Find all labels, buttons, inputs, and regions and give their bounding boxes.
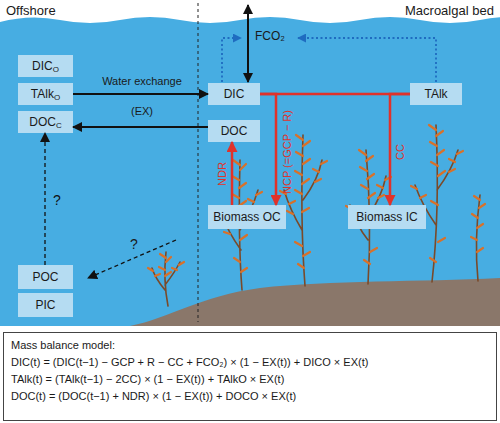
- production-arrow: [260, 94, 276, 205]
- algae-leaves: [411, 125, 463, 262]
- carbon-pool-box: TAlk: [410, 83, 462, 105]
- algae-leaves: [471, 196, 485, 252]
- biomass-pool-box: Biomass OC: [208, 205, 286, 229]
- pool-label: DOCC: [29, 115, 61, 129]
- pool-label: TAlk: [424, 87, 447, 101]
- equation-text: DIC(t) = (DIC(t−1) − GCP + R − CC + FCO₂…: [11, 354, 368, 371]
- equation-text: DOC(t) = (DOC(t−1) + NDR) × (1 − EX(t)) …: [11, 388, 296, 405]
- seabed: [130, 278, 500, 326]
- uncertainty-mark: ?: [130, 236, 138, 252]
- particulate-pool-box: POC: [18, 265, 73, 289]
- region-heading: Offshore: [6, 3, 56, 18]
- flux-label: NDR: [216, 162, 228, 186]
- box-heading: Mass balance model:: [11, 337, 115, 354]
- pool-label: DOC: [221, 124, 248, 138]
- flux-label: FCO₂: [255, 29, 285, 43]
- water-exchange-arrow: [73, 93, 208, 95]
- algae-leaves: [148, 254, 184, 276]
- pool-label: POC: [32, 270, 58, 284]
- flux-label: CC: [394, 144, 406, 160]
- region-heading: Macroalgal bed: [405, 3, 494, 18]
- calcification-arrow: [390, 94, 410, 205]
- air-sea-flux-arrow: [247, 5, 249, 82]
- carbon-pool-box: DIC: [208, 83, 260, 105]
- offshore-pool-box: DOCC: [18, 111, 73, 133]
- equation-text: TAlk(t) = (TAlk(t−1) − 2CC) × (1 − EX(t)…: [11, 371, 284, 388]
- seawater: [0, 17, 500, 326]
- algae-stem: [152, 252, 180, 306]
- process-label: Water exchange (EX): [96, 66, 188, 126]
- pool-label: Biomass OC: [213, 210, 280, 224]
- macroalgae: [148, 125, 485, 306]
- pool-label: DICO: [32, 59, 59, 73]
- biomass-pool-box: Biomass IC: [348, 205, 426, 229]
- pool-label: DIC: [224, 87, 245, 101]
- pool-label: Biomass IC: [356, 210, 417, 224]
- offshore-pool-box: DICO: [18, 55, 73, 77]
- pool-label: TAlkO: [31, 87, 60, 101]
- carbonate-link: [260, 93, 410, 96]
- offshore-pool-box: TAlkO: [18, 83, 73, 105]
- carbon-pool-box: DOC: [208, 120, 260, 142]
- release-arrow: [231, 142, 234, 205]
- pool-label: PIC: [35, 298, 55, 312]
- dotted-influence-arrow: [222, 38, 241, 82]
- flux-label: NCP (=GCP − R): [281, 110, 293, 194]
- equation-box: Mass balance model:DIC(t) = (DIC(t−1) − …: [3, 332, 497, 421]
- flux-label: ?: [53, 192, 61, 208]
- water-exchange-arrow: [73, 126, 208, 128]
- dotted-influence-arrow: [298, 38, 436, 82]
- region-divider: [198, 3, 199, 322]
- uncertain-flux-arrow: [44, 133, 45, 265]
- particulate-pool-box: PIC: [18, 293, 73, 317]
